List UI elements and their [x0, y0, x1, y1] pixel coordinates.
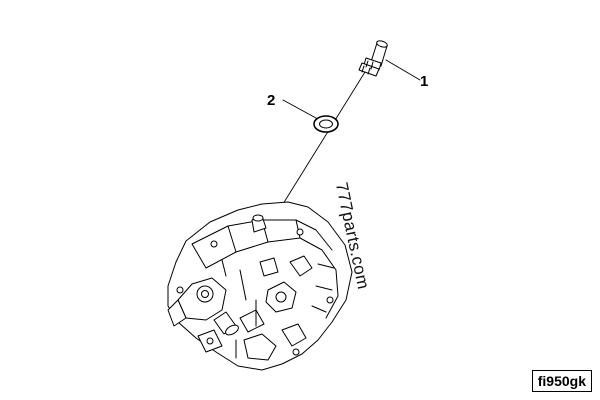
callout-number-1: 1	[420, 73, 429, 90]
leader-line-2	[282, 99, 317, 119]
fuel-pump-assembly	[167, 201, 353, 371]
figure-id-label: fi950gk	[531, 370, 592, 392]
part-2-washer	[313, 115, 339, 133]
callout-number-2: 2	[267, 92, 276, 109]
part-1-fitting	[358, 40, 388, 77]
leader-line-1	[385, 59, 421, 81]
